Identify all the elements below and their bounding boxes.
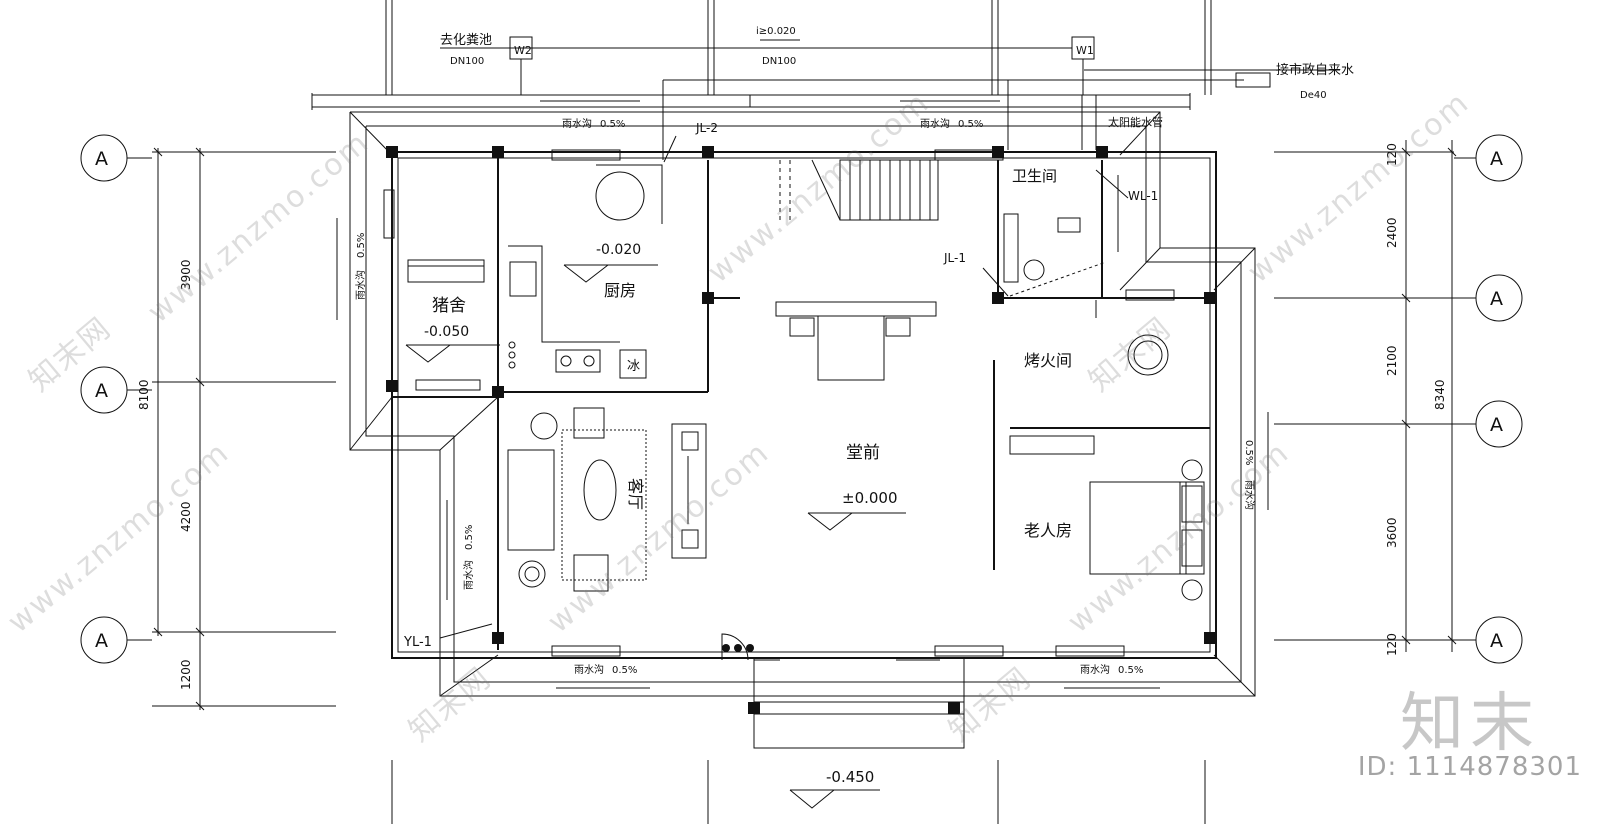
gutter-label-top-right: 雨水沟: [920, 117, 950, 130]
jl2-label: JL-2: [695, 121, 718, 135]
gutter-slope-top-right: 0.5%: [958, 119, 983, 130]
watermark-logo: 知末: [1400, 687, 1540, 761]
image-id: ID: 1114878301: [1357, 752, 1582, 782]
pigsty-level: -0.050: [424, 324, 469, 340]
gutter-slope-top-left: 0.5%: [600, 119, 625, 130]
jl1-label: JL-1: [943, 251, 966, 265]
gutter-slope-bottom-left: 0.5%: [612, 665, 637, 676]
axis-label-right-2: A: [1490, 288, 1503, 310]
room-living: 客厅: [626, 478, 645, 510]
room-hall: 堂前: [846, 443, 880, 463]
dn-left-label: DN100: [450, 56, 484, 67]
septic-label: 去化粪池: [440, 33, 492, 48]
hall-level: ±0.000: [842, 489, 898, 507]
fridge-label: 冰: [627, 359, 640, 374]
gutter-slope-right: 0.5%: [1243, 440, 1254, 465]
room-pigsty: 猪舍: [432, 296, 466, 316]
dim-left-3: 4200: [179, 501, 193, 532]
dn-mid-label: DN100: [762, 56, 796, 67]
axis-label-right-4: A: [1490, 630, 1503, 652]
dim-right-2: 2400: [1385, 217, 1399, 248]
dim-right-1: 120: [1385, 143, 1399, 166]
gutter-label-bottom-left: 雨水沟: [574, 663, 604, 676]
axis-label-left-1: A: [95, 148, 108, 170]
room-fire: 烤火间: [1024, 351, 1072, 370]
room-elder: 老人房: [1024, 521, 1072, 540]
dim-left-4: 1200: [179, 659, 193, 690]
de40-label: De40: [1300, 90, 1327, 101]
axis-label-left-2: A: [95, 380, 108, 402]
water-supply-label: 接市政自来水: [1276, 62, 1354, 78]
dim-right-5: 3600: [1385, 517, 1399, 548]
gutter-slope-lower-left: 0.5%: [464, 525, 475, 550]
gutter-label-lower-left: 雨水沟: [462, 560, 475, 590]
gutter-label-top-left: 雨水沟: [562, 117, 592, 130]
axis-label-right-1: A: [1490, 148, 1503, 170]
wl1-label: WL-1: [1128, 189, 1158, 203]
gutter-slope-left: 0.5%: [356, 233, 367, 258]
gutter-label-bottom-right: 雨水沟: [1080, 663, 1110, 676]
w1-label: W1: [1076, 44, 1094, 57]
room-kitchen: 厨房: [604, 281, 636, 300]
kitchen-level: -0.020: [596, 242, 641, 258]
outdoor-level: -0.450: [826, 768, 874, 786]
gutter-label-right: 雨水沟: [1243, 480, 1256, 510]
dim-right-4: 8340: [1433, 379, 1447, 410]
gutter-slope-bottom-right: 0.5%: [1118, 665, 1143, 676]
dim-left-2: 8100: [137, 379, 151, 410]
axis-label-left-3: A: [95, 630, 108, 652]
slope-top-label: i≥0.020: [756, 26, 796, 37]
w2-label: W2: [514, 44, 532, 57]
solar-label: 太阳能水管: [1108, 115, 1163, 129]
dim-right-6: 120: [1385, 633, 1399, 656]
yl1-label: YL-1: [403, 635, 432, 650]
dim-left-1: 3900: [179, 259, 193, 290]
room-bathroom: 卫生间: [1012, 167, 1057, 185]
gutter-label-left: 雨水沟: [354, 270, 367, 300]
dim-right-3: 2100: [1385, 345, 1399, 376]
axis-label-right-3: A: [1490, 414, 1503, 436]
